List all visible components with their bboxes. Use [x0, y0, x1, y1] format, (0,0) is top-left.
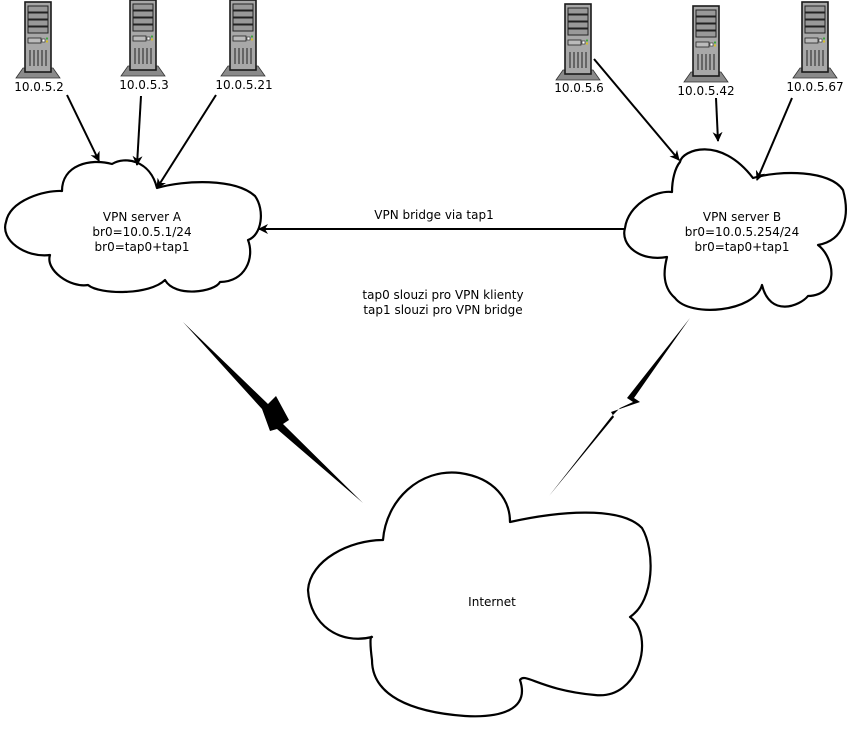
- server-10-0-5-6: 10.0.5.6: [554, 3, 604, 95]
- server-10-0-5-21: 10.0.5.21: [215, 0, 273, 92]
- server-10-0-5-42: 10.0.5.42: [677, 5, 735, 98]
- server-ip-label: 10.0.5.21: [215, 78, 272, 92]
- internet-label: Internet: [468, 595, 516, 609]
- server-icon: [792, 1, 838, 79]
- server-ip-label: 10.0.5.6: [554, 81, 604, 95]
- note-tap0: tap0 slouzi pro VPN klienty: [362, 288, 523, 302]
- vpn-a-bridge-ip: br0=10.0.5.1/24: [92, 225, 191, 239]
- vpn-a-title: VPN server A: [103, 210, 182, 224]
- link-arrow-10-0-5-21: [156, 94, 217, 189]
- link-arrow-10-0-5-67: [755, 97, 793, 181]
- vpn-b-title: VPN server B: [703, 210, 781, 224]
- lightning-link-b-internet: [549, 318, 690, 496]
- server-ip-label: 10.0.5.3: [119, 78, 169, 92]
- link-arrow-10-0-5-6: [593, 58, 680, 161]
- internet-cloud: Internet: [306, 471, 652, 718]
- server-10-0-5-2: 10.0.5.2: [14, 1, 64, 94]
- link-arrow-10-0-5-42: [712, 97, 723, 142]
- server-ip-label: 10.0.5.2: [14, 80, 64, 94]
- server-10-0-5-67: 10.0.5.67: [786, 1, 844, 94]
- vpn-server-a: VPN server A br0=10.0.5.1/24 br0=tap0+ta…: [4, 159, 262, 293]
- note-tap1: tap1 slouzi pro VPN bridge: [363, 303, 522, 317]
- server-icon: [683, 5, 729, 83]
- vpn-server-b: VPN server B br0=10.0.5.254/24 br0=tap0+…: [623, 148, 847, 311]
- cloud-shape: [306, 471, 652, 718]
- server-10-0-5-3: 10.0.5.3: [119, 0, 169, 92]
- server-icon: [120, 0, 166, 77]
- vpn-a-bridge-members: br0=tap0+tap1: [95, 240, 190, 254]
- server-ip-label: 10.0.5.67: [786, 80, 843, 94]
- vpn-bridge-label: VPN bridge via tap1: [374, 208, 493, 222]
- vpn-b-bridge-members: br0=tap0+tap1: [695, 240, 790, 254]
- vpn-b-bridge-ip: br0=10.0.5.254/24: [685, 225, 799, 239]
- server-ip-label: 10.0.5.42: [677, 84, 734, 98]
- server-icon: [555, 3, 601, 81]
- cloud-shape: [623, 148, 847, 311]
- link-arrow-10-0-5-2: [66, 94, 100, 162]
- lightning-link-a-internet: [183, 322, 363, 503]
- cloud-shape: [4, 159, 262, 293]
- link-arrow-10-0-5-3: [132, 95, 143, 166]
- server-icon: [220, 0, 266, 77]
- server-icon: [15, 1, 61, 79]
